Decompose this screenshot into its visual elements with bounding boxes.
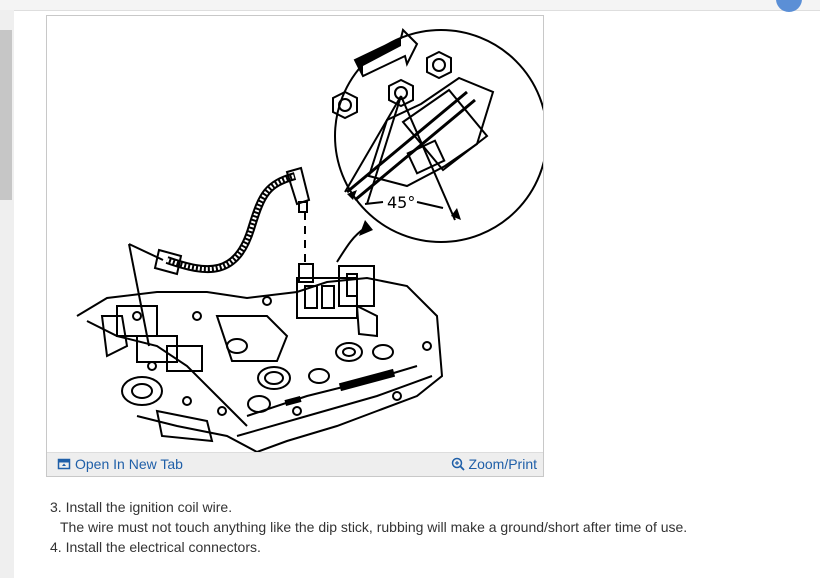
user-avatar[interactable]: [776, 0, 802, 12]
figure-card: 45° Open In New Tab Zoom/Print: [46, 15, 544, 477]
scrollbar-thumb[interactable]: [0, 30, 12, 200]
engine-diagram: 45°: [47, 16, 543, 452]
instruction-note: The wire must not touch anything like th…: [60, 519, 688, 535]
instructions: 3. Install the ignition coil wire. The w…: [50, 497, 687, 557]
zoom-print-label: Zoom/Print: [468, 456, 537, 472]
instruction-step: 4. Install the electrical connectors.: [50, 539, 261, 555]
open-new-tab-icon: [57, 457, 71, 471]
figure-footer: Open In New Tab Zoom/Print: [47, 452, 543, 476]
angle-label: 45°: [387, 193, 415, 212]
instruction-step: 3. Install the ignition coil wire.: [50, 499, 233, 515]
zoom-icon: [451, 457, 465, 471]
page-scrollbar[interactable]: [0, 10, 14, 578]
open-new-tab-label: Open In New Tab: [75, 456, 183, 472]
zoom-print-link[interactable]: Zoom/Print: [451, 456, 537, 472]
open-new-tab-link[interactable]: Open In New Tab: [57, 456, 183, 472]
top-toolbar: [0, 0, 820, 11]
